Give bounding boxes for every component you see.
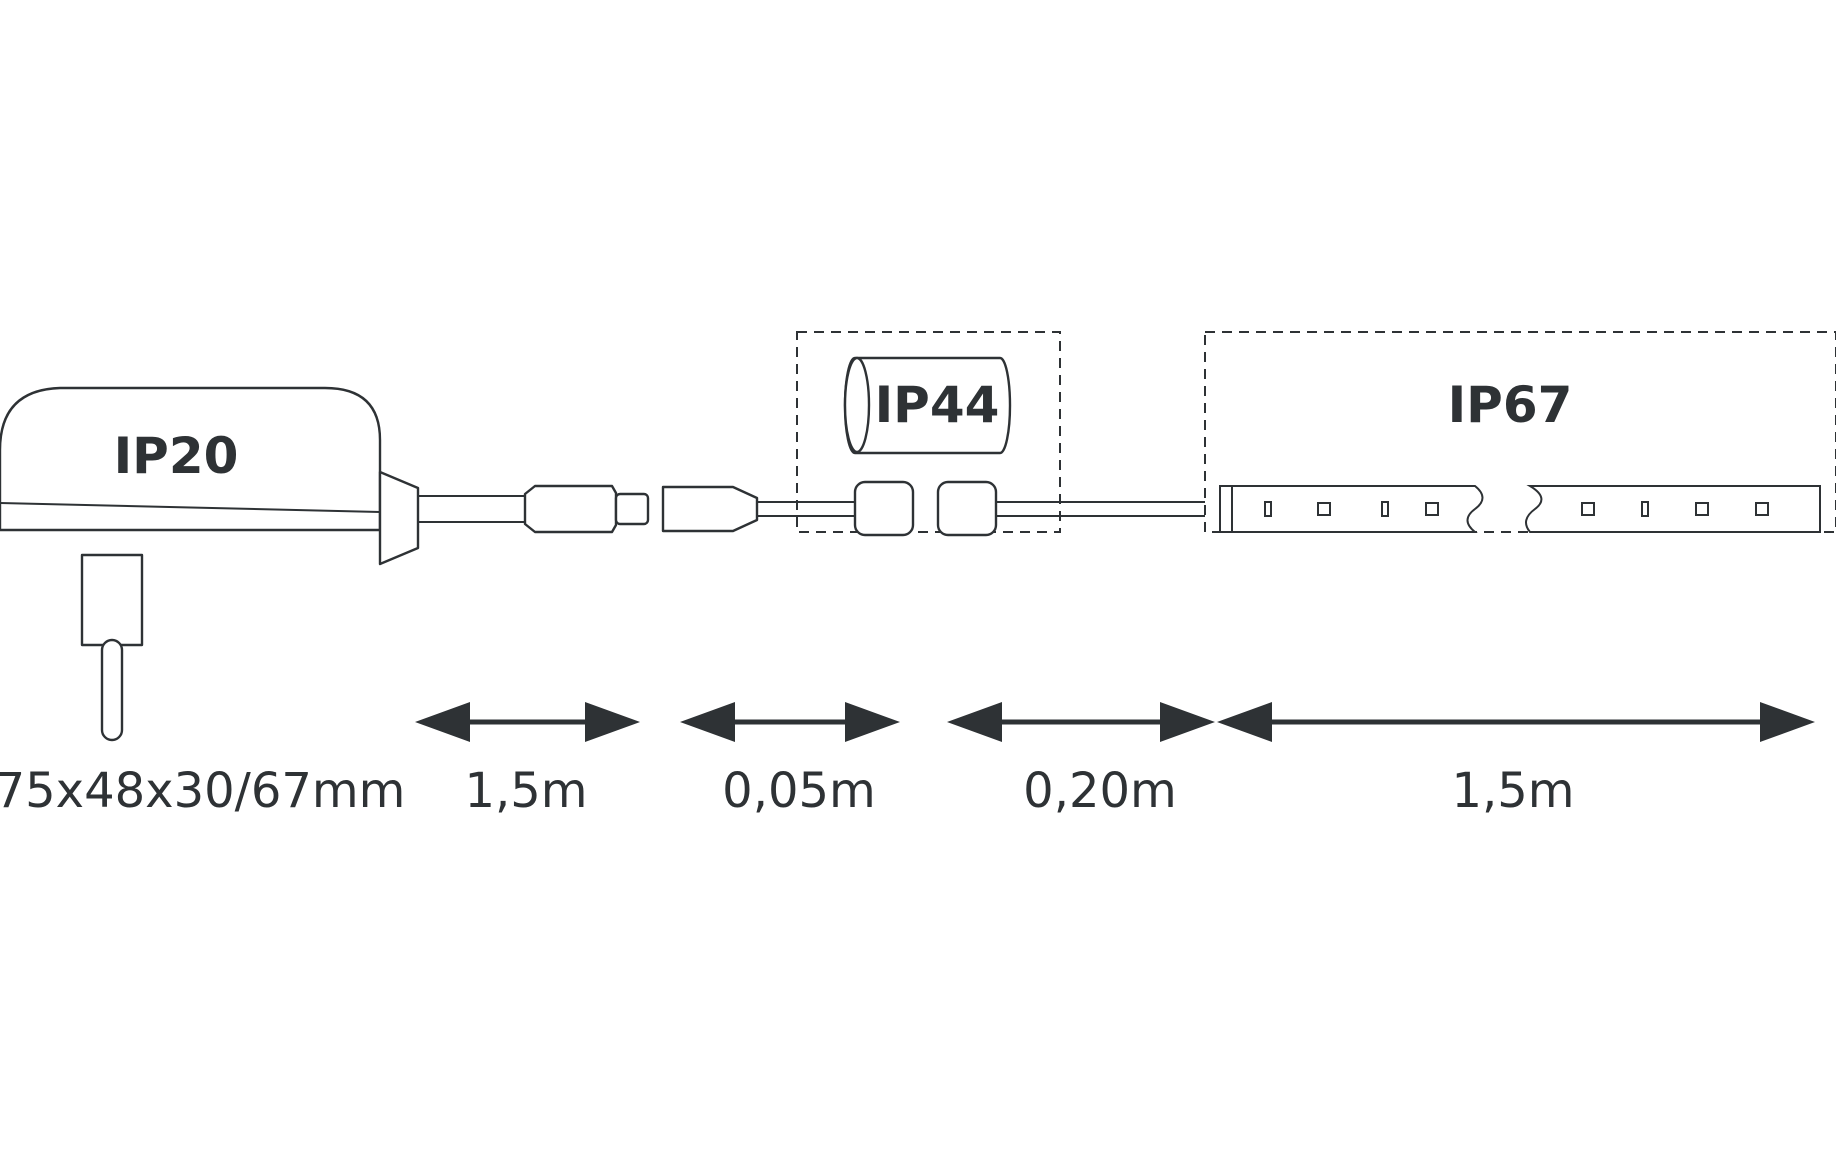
ip67-dashed-box [1204, 331, 1836, 533]
dimension-arrows [415, 702, 1815, 742]
strip-ip-label: IP67 [1448, 376, 1573, 434]
arrow-head-left [415, 702, 470, 742]
barrel-plug-cable [418, 484, 650, 534]
dimension-arrow-cable-2 [680, 702, 900, 742]
cable-1-length-label: 1,5m [464, 763, 587, 819]
arrow-head-left [1217, 702, 1272, 742]
strip-length-label: 1,5m [1451, 763, 1574, 819]
dimension-arrow-cable-1 [415, 702, 640, 742]
led-chip [1317, 502, 1331, 516]
dimension-labels: 75x48x30/67mm 1,5m 0,05m 0,20m 1,5m [0, 763, 1575, 819]
connector-right [936, 480, 998, 537]
adapter-seam [0, 502, 381, 513]
power-adapter: IP20 [0, 386, 420, 742]
arrow-head-right [585, 702, 640, 742]
led-strip-zone: IP67 [1204, 331, 1836, 533]
strip-end-cap [1219, 485, 1233, 533]
dimension-arrow-cable-3 [947, 702, 1215, 742]
ip44-cylinder-cap [843, 356, 871, 454]
connector-zone: IP44 [796, 331, 1205, 537]
connector-ip-label: IP44 [875, 376, 1000, 434]
adapter-body [0, 386, 382, 532]
led-strip-segment [1231, 485, 1484, 533]
plug-pin [100, 638, 124, 742]
led-chip [1381, 501, 1389, 517]
barrel-plug-tip [614, 492, 650, 526]
cable-2-length-label: 0,05m [722, 763, 876, 819]
barrel-plug-male [523, 484, 618, 534]
adapter-ip-label: IP20 [114, 427, 239, 485]
barrel-socket [661, 485, 855, 533]
plug-base [80, 553, 144, 647]
adapter-strain-relief [378, 470, 420, 566]
led-chip [1264, 501, 1272, 517]
arrow-head-left [680, 702, 735, 742]
arrow-head-right [1760, 702, 1815, 742]
led-chip [1755, 502, 1769, 516]
led-chip [1425, 502, 1439, 516]
ip44-dashed-box [796, 331, 1061, 533]
dimension-arrow-strip [1217, 702, 1815, 742]
arrow-head-right [845, 702, 900, 742]
led-chip [1581, 502, 1595, 516]
led-chip [1641, 501, 1649, 517]
cable-3-length-label: 0,20m [1023, 763, 1177, 819]
arrow-head-right [1160, 702, 1215, 742]
barrel-plug-female [661, 485, 759, 533]
arrow-head-left [947, 702, 1002, 742]
led-chip [1695, 502, 1709, 516]
led-strip-segment [1525, 485, 1821, 533]
adapter-size-label: 75x48x30/67mm [0, 763, 405, 819]
connector-left [853, 480, 915, 537]
